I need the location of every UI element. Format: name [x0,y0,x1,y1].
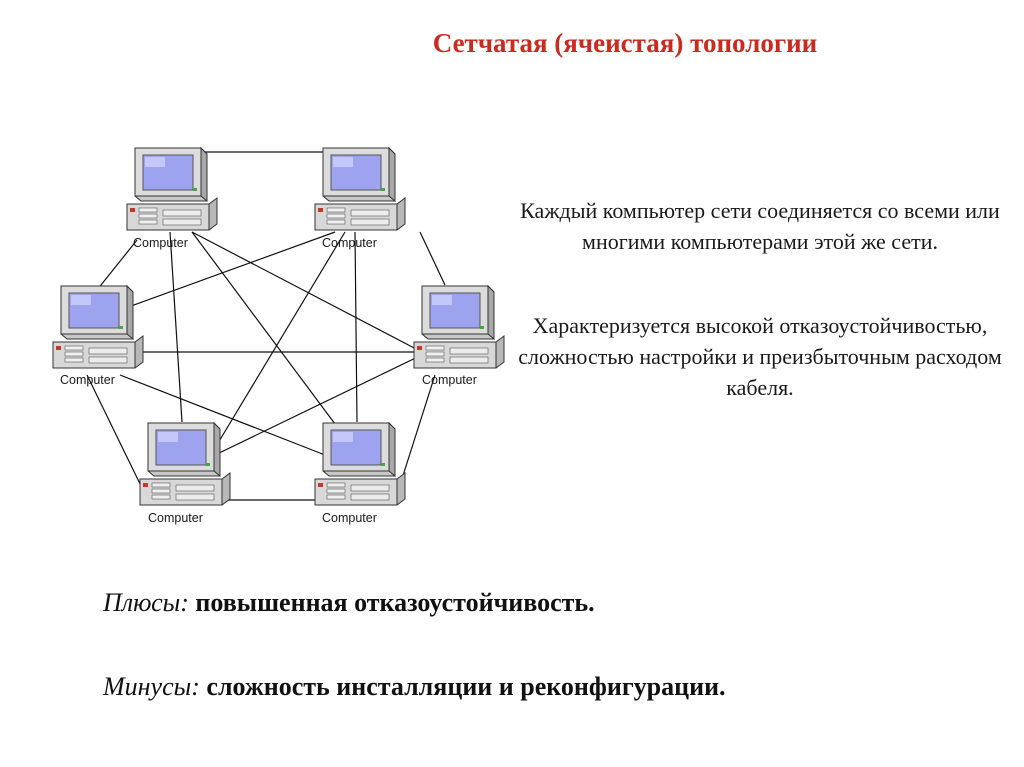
node-label: Computer [148,511,203,525]
connection-lines [86,151,446,501]
computer-node: Computer [126,147,218,250]
link-ml-br [119,374,326,456]
node-label: Computer [422,373,477,387]
cons-label: Минусы: [103,672,200,701]
link-ml-bl [86,374,144,491]
computer-node: Computer [314,147,406,250]
computer-node: Computer [413,285,505,387]
link-tl-bl [169,231,183,423]
pros-line: Плюсы: повышенная отказоустойчивость. [103,588,595,618]
link-tr-ml [119,231,336,311]
link-mr-br [399,374,436,486]
node-label: Computer [60,373,115,387]
link-tl-mr [191,231,419,351]
link-tr-mr [419,231,446,286]
computer-icon [314,422,406,506]
node-label: Computer [322,236,377,250]
cons-line: Минусы: сложность инсталляции и реконфиг… [103,672,726,702]
pros-text: повышенная отказоустойчивость. [188,588,595,617]
link-tl-br [191,231,339,429]
computer-icon [139,422,231,506]
page-title: Сетчатая (ячеистая) топологии [432,28,818,58]
link-mr-bl [214,351,429,456]
pros-label: Плюсы: [103,588,189,617]
cons-text: сложность инсталляции и реконфигурации. [199,672,726,701]
computer-icon [314,147,406,231]
computer-node: Computer [314,422,406,525]
description-paragraph-2: Характеризуется высокой отказоустойчивос… [518,313,1002,400]
link-tl-ml [96,239,138,291]
link-tr-bl [214,231,346,449]
computer-icon [52,285,144,369]
computer-icon [413,285,505,369]
node-label: Computer [322,511,377,525]
node-label: Computer [133,236,188,250]
description-paragraph-1: Каждый компьютер сети соединяется со все… [520,198,1000,254]
link-tr-br [354,231,358,423]
computer-node: Computer [52,285,144,387]
computer-icon [126,147,218,231]
computer-node: Computer [139,422,231,525]
